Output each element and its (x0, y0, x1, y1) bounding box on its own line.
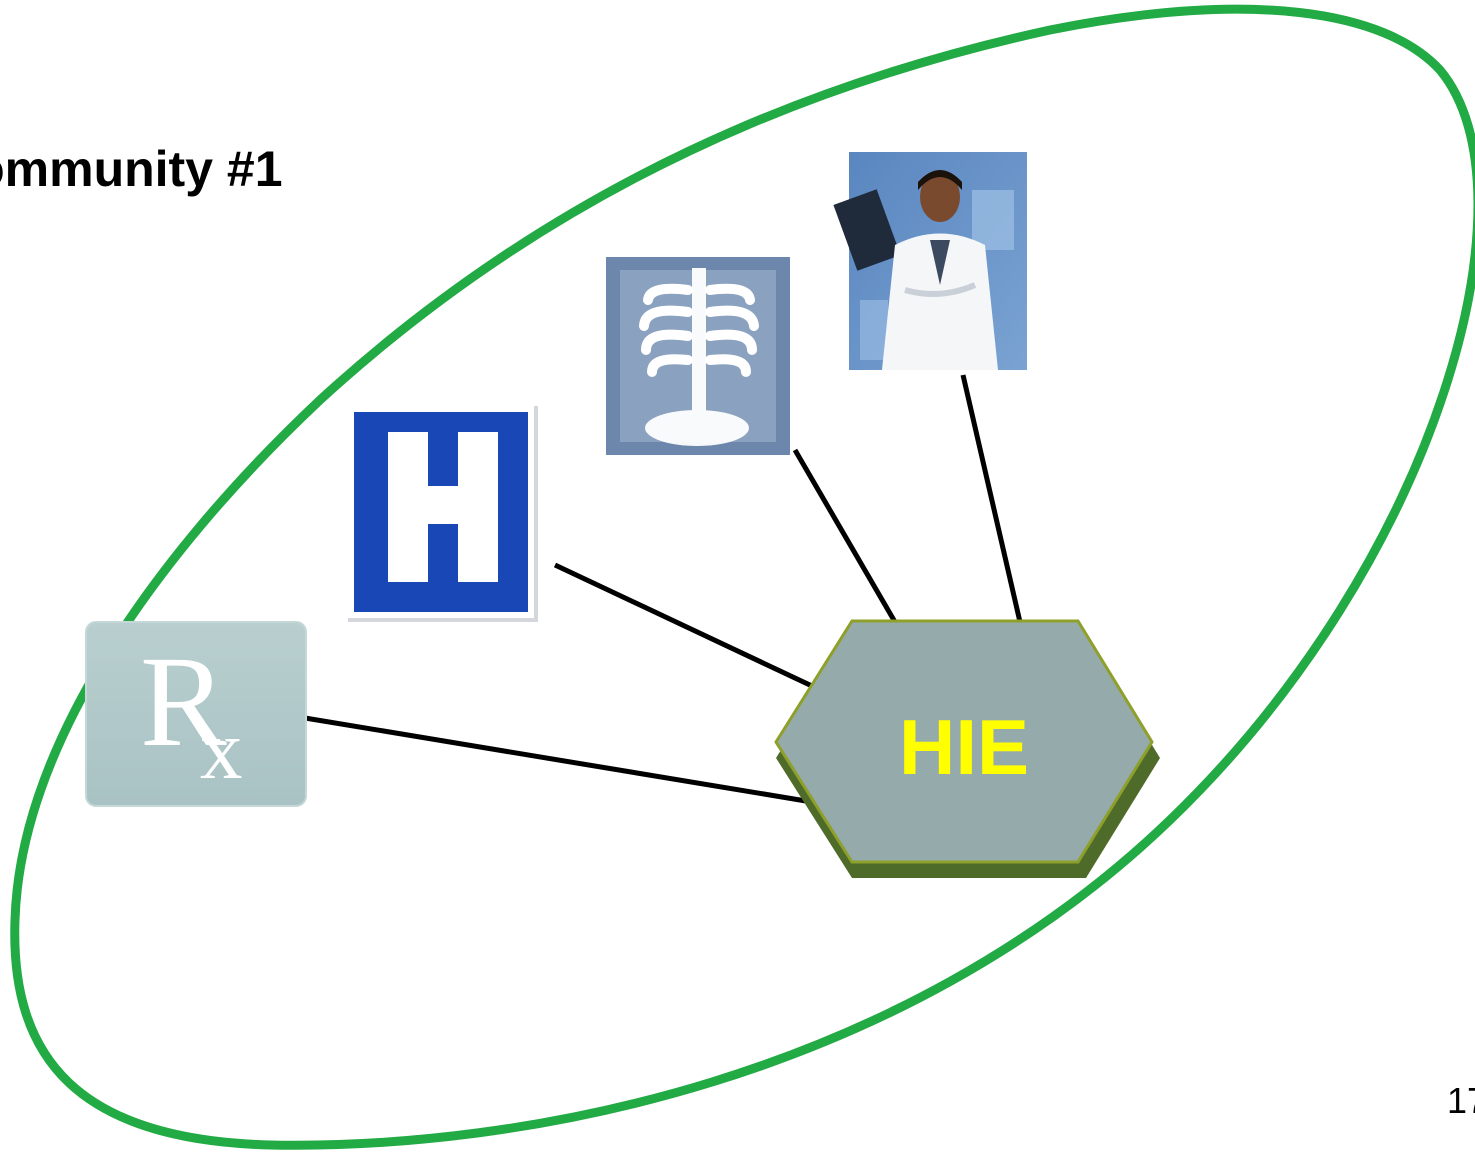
slide-title: Community #1 (0, 141, 283, 197)
connector-rx-hie (304, 715, 813, 805)
pharmacy-rx-icon: R x (85, 621, 307, 807)
connector-hospital-hie (553, 562, 814, 689)
connector-doctor-hie (960, 374, 1023, 623)
connector-xray-hie (792, 448, 898, 624)
hie-hexagon[interactable] (774, 619, 1154, 864)
rx-subscript: x (200, 703, 243, 797)
xray-chest-icon (606, 257, 790, 455)
hie-label: HIE (899, 703, 1029, 791)
doctor-with-xray-icon (833, 152, 1027, 370)
xray-film (833, 189, 901, 271)
community-boundary (10, 4, 1475, 1150)
page-number: 17 (1447, 1080, 1475, 1121)
rx-letter: R (140, 630, 227, 774)
rx-tile (86, 622, 306, 806)
connectors (304, 374, 1023, 805)
hospital-h-icon (348, 406, 538, 622)
white-coat (882, 233, 998, 370)
hie-hub[interactable]: HIE (774, 619, 1160, 878)
boundary-ellipse (10, 4, 1475, 1150)
